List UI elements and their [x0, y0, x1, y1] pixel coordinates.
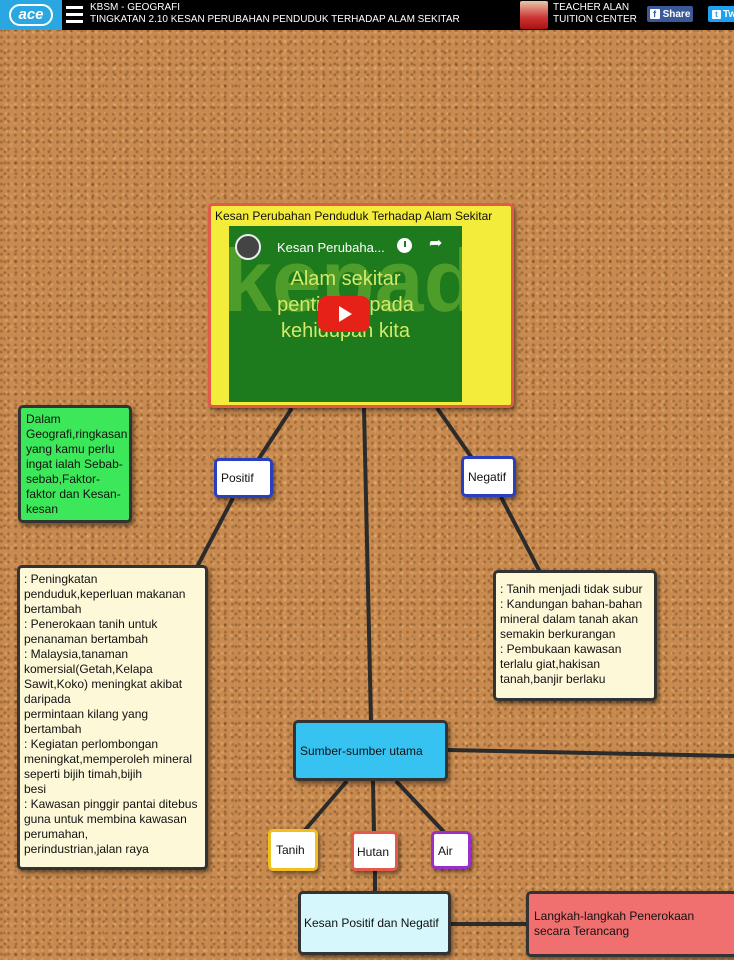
main-resources-node[interactable]: Sumber-sumber utama [293, 720, 448, 781]
positive-effects-list[interactable]: : Peningkatan penduduk,keperluan makanan… [17, 565, 208, 870]
facebook-share-label: Share [662, 8, 691, 20]
page-title: KBSM - GEOGRAFI TINGKATAN 2.10 KESAN PER… [90, 2, 460, 26]
main-topic-title: Kesan Perubahan Penduduk Terhadap Alam S… [215, 209, 493, 223]
teacher-avatar [520, 1, 548, 29]
effects-node[interactable]: Kesan Positif dan Negatif [298, 891, 451, 955]
main-topic-node[interactable]: Kesan Perubahan Penduduk Terhadap Alam S… [208, 203, 514, 408]
negatif-node[interactable]: Negatif [461, 456, 516, 497]
facebook-share-button[interactable]: f Share [647, 6, 693, 22]
video-title[interactable]: Kesan Perubaha... [277, 240, 385, 255]
share-icon[interactable]: ➦ [429, 235, 443, 252]
video-overlay-line-1: Alam sekitar [290, 268, 401, 290]
channel-avatar[interactable] [235, 234, 261, 260]
logo-text: ace [9, 4, 53, 26]
teacher-line-1: TEACHER ALAN [553, 2, 630, 13]
ace-logo[interactable]: ace [0, 0, 62, 30]
planned-exploration-node[interactable]: Langkah-langkah Penerokaan secara Teranc… [526, 891, 734, 957]
connector-positif-list [195, 497, 235, 568]
connector-sumber-air [394, 779, 446, 834]
air-node[interactable]: Air [431, 831, 471, 869]
positif-node[interactable]: Positif [214, 458, 273, 498]
connector-negatif-list [499, 496, 542, 573]
connector-main-sumber [362, 407, 373, 723]
connector-sumber-tanih [303, 779, 349, 832]
tanih-node[interactable]: Tanih [268, 829, 318, 871]
video-embed[interactable]: kepad g ke Alam sekitar penting kepada k… [229, 226, 462, 402]
connector-sumber-hutan [371, 780, 376, 833]
negative-effects-list[interactable]: : Tanih menjadi tidak subur : Kandungan … [493, 570, 657, 701]
twitter-icon: t [712, 9, 721, 19]
topic-label: TINGKATAN 2.10 KESAN PERUBAHAN PENDUDUK … [90, 14, 460, 25]
facebook-icon: f [649, 9, 660, 19]
clock-icon[interactable] [397, 238, 412, 253]
connector-main-negatif [435, 406, 474, 460]
teacher-line-2: TUITION CENTER [553, 14, 637, 25]
menu-icon[interactable] [66, 6, 83, 24]
connector-sumber-right [447, 748, 734, 758]
play-icon[interactable] [318, 296, 370, 332]
connector-main-positif [256, 406, 294, 462]
twitter-share-button[interactable]: t Tw [708, 6, 734, 22]
summary-note[interactable]: Dalam Geografi,ringkasan yang kamu perlu… [18, 405, 132, 523]
hutan-node[interactable]: Hutan [351, 831, 398, 871]
teacher-name: TEACHER ALAN TUITION CENTER [553, 2, 637, 26]
course-label: KBSM - GEOGRAFI [90, 2, 181, 13]
twitter-share-label: Tw [723, 8, 734, 20]
top-bar: ace KBSM - GEOGRAFI TINGKATAN 2.10 KESAN… [0, 0, 734, 30]
